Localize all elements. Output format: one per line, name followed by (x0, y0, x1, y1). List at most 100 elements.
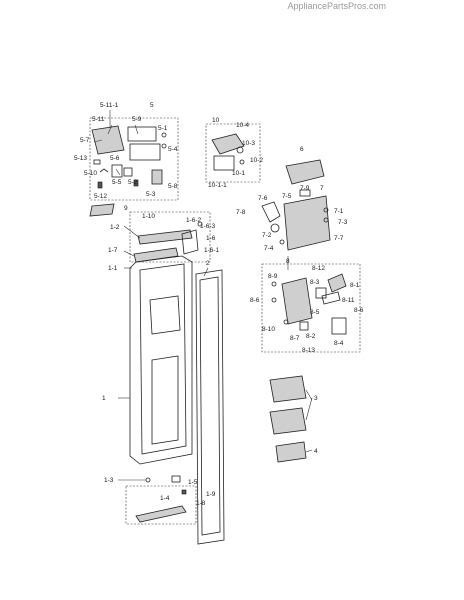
leader-lines (93, 110, 313, 481)
part-7-4-screw[interactable] (279, 239, 285, 245)
part-5-9-board[interactable] (127, 126, 157, 142)
part-1-6-2-pin[interactable] (197, 221, 203, 227)
part-1-5-cam[interactable] (171, 475, 181, 483)
label-5-9: 5-9 (132, 116, 142, 123)
label-7-9: 7-9 (300, 185, 310, 192)
part-8-10-screw[interactable] (283, 319, 289, 325)
label-1-6-1: 1-6-1 (204, 247, 220, 254)
part-5-2-pin[interactable] (123, 167, 133, 177)
part-8-3-bracket[interactable] (315, 287, 327, 299)
label-5-11-1: 5-11-1 (100, 102, 119, 109)
label-8-7: 8-7 (290, 335, 300, 342)
label-1-6: 1-6 (206, 235, 216, 242)
label-10-2: 10-2 (250, 157, 263, 164)
label-5-7: 5-7 (80, 137, 90, 144)
label-7-2: 7-2 (262, 232, 272, 239)
label-1-1: 1-1 (108, 265, 118, 272)
part-7-7-bucket[interactable] (283, 195, 331, 251)
label-8-5: 8-5 (310, 309, 320, 316)
part-3-shelf-lower[interactable] (269, 407, 307, 435)
label-8-4: 8-4 (334, 340, 344, 347)
label-8-12: 8-12 (312, 265, 325, 272)
label-8-2: 8-2 (306, 333, 316, 340)
label-1-8: 1-8 (196, 500, 206, 507)
part-8-11-arm[interactable] (321, 291, 341, 305)
label-1-2: 1-2 (110, 224, 120, 231)
part-5-3-connector[interactable] (133, 179, 139, 187)
part-9-panel[interactable] (89, 203, 115, 217)
part-1-6-hinge-assembly[interactable] (181, 229, 199, 255)
assembly-1 (125, 211, 225, 545)
part-1-door-body[interactable] (129, 255, 193, 465)
part-7-3-clip[interactable] (323, 217, 329, 223)
label-8-9: 8-9 (268, 273, 278, 280)
label-3: 3 (314, 395, 318, 402)
part-7-5-holder[interactable] (299, 189, 311, 197)
label-1: 1 (102, 395, 106, 402)
part-1-inner-panel (151, 355, 179, 445)
part-10-4-bracket[interactable] (211, 133, 245, 155)
part-8-1-motor[interactable] (327, 273, 347, 293)
assembly-8 (261, 263, 361, 353)
part-7-1-clip[interactable] (323, 207, 329, 213)
part-1-3-screw[interactable] (145, 477, 151, 483)
label-1-3: 1-3 (104, 477, 114, 484)
label-1-4: 1-4 (160, 495, 170, 502)
watermark-text: AppliancePartsPros.com (287, 1, 386, 11)
label-5-13: 5-13 (74, 155, 87, 162)
part-10-2-screw[interactable] (239, 159, 245, 165)
part-6-cover[interactable] (285, 159, 325, 185)
label-1-5: 1-5 (188, 479, 198, 486)
watermark-bar: AppliancePartsPros.com (0, 0, 464, 14)
label-8-3: 8-3 (310, 279, 320, 286)
callout-labels: 5-11-1 5 5-11 5-9 5-1 5-7 5-4 5-6 5-13 5… (74, 102, 364, 507)
part-8-6-screw[interactable] (271, 297, 277, 303)
label-1-10: 1-10 (142, 213, 155, 220)
assembly-7 (261, 159, 331, 251)
part-4-bin[interactable] (275, 441, 307, 463)
part-1-9-washer[interactable] (181, 489, 187, 495)
part-10-3-gear[interactable] (236, 146, 244, 154)
part-5-1-screw[interactable] (161, 132, 167, 138)
part-1-7-trim[interactable] (133, 247, 179, 263)
label-6: 6 (300, 146, 304, 153)
part-1-dispenser-recess (149, 295, 181, 335)
part-5-13-clip[interactable] (93, 159, 101, 165)
label-8-10: 8-10 (262, 326, 275, 333)
part-5-11-frame[interactable] (91, 125, 125, 155)
label-1-6-2: 1-6-2 (186, 217, 202, 224)
part-5-8-switch[interactable] (151, 169, 163, 185)
label-2: 2 (206, 260, 210, 267)
label-9: 9 (124, 205, 128, 212)
label-5-8: 5-8 (168, 183, 178, 190)
part-8-9-screw[interactable] (271, 281, 277, 287)
part-7-6-motor-cover[interactable] (261, 201, 281, 223)
part-8-12-housing[interactable] (281, 277, 313, 325)
part-8-5-sensor[interactable] (299, 321, 309, 331)
part-7-2-auger-gear[interactable] (270, 223, 280, 233)
part-1-8-lower-hinge[interactable] (135, 505, 187, 523)
label-1-9: 1-9 (206, 491, 216, 498)
part-1-2-cap[interactable] (137, 229, 193, 245)
label-7-4: 7-4 (264, 245, 274, 252)
assembly-1-bottom-boundary (125, 485, 197, 525)
part-10-1-motor[interactable] (213, 155, 235, 171)
assembly-1-top-boundary (129, 211, 211, 263)
label-10: 10 (212, 117, 220, 124)
label-5-2: 5-2 (128, 179, 138, 186)
assembly-10 (205, 123, 261, 183)
part-5-4-screw[interactable] (161, 143, 167, 149)
part-5-10-spring[interactable] (99, 168, 109, 173)
part-2-gasket[interactable] (195, 269, 225, 545)
part-5-6-housing[interactable] (129, 143, 161, 161)
part-8-4-tray[interactable] (331, 317, 347, 335)
part-3-shelf-upper[interactable] (269, 375, 307, 403)
label-7-3: 7-3 (338, 219, 348, 226)
assembly-8-boundary (261, 263, 361, 353)
part-5-5-lever[interactable] (111, 164, 123, 178)
label-5-6: 5-6 (110, 155, 120, 162)
label-7-8: 7-8 (236, 209, 246, 216)
part-5-12-bolt[interactable] (97, 181, 103, 189)
label-5-10: 5-10 (84, 170, 97, 177)
